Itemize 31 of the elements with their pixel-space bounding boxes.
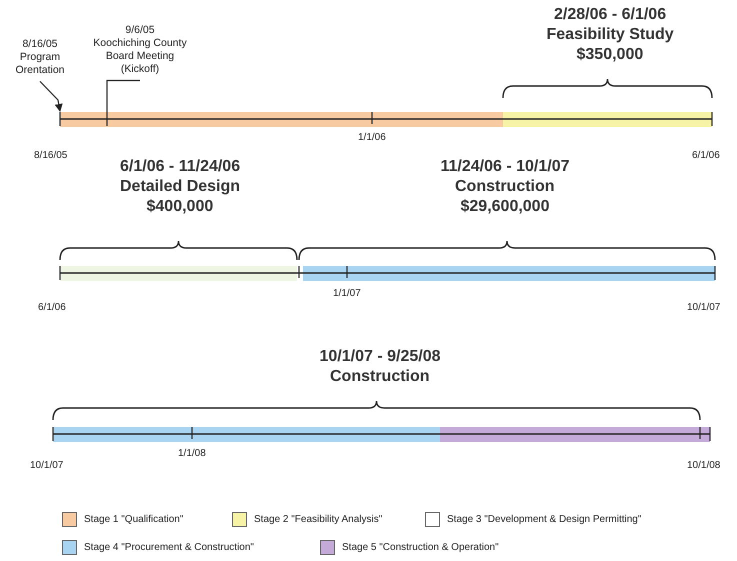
phase-heading: Construction [330,368,430,386]
legend-label: Stage 4 "Procurement & Construction" [84,542,254,554]
leader-line [40,80,63,112]
phase-heading: Detailed Design [120,178,240,196]
date-label: 1/1/07 [333,288,361,300]
phase-heading: Feasibility Study [546,26,674,44]
cost-label: $29,600,000 [460,198,550,216]
date-range-heading: 2/28/06 - 6/1/06 [554,6,666,24]
date-label: 10/1/07 [687,302,720,314]
legend-label: Stage 5 "Construction & Operation" [342,542,499,554]
milestone-label: Koochiching County Board Meeting (Kickoff) [92,37,188,76]
legend-label: Stage 1 "Qualification" [84,514,184,526]
cost-label: $400,000 [146,198,214,216]
date-range-heading: 11/24/06 - 10/1/07 [440,158,570,176]
legend-label: Stage 3 "Development & Design Permitting" [447,514,642,526]
date-label: 10/1/07 [30,460,64,472]
date-label: 1/1/08 [178,448,206,460]
date-range-heading: 6/1/06 - 11/24/06 [120,158,240,176]
phase-heading: Construction [455,178,555,196]
leader-line [106,80,140,126]
date-label: 9/6/05 [124,24,156,38]
legend-label: Stage 2 "Feasibility Analysis" [254,514,382,526]
cost-label: $350,000 [576,46,644,64]
date-label: 10/1/08 [687,460,720,472]
date-label: 8/16/05 [34,150,68,162]
date-range-heading: 10/1/07 - 9/25/08 [320,348,440,366]
date-label: 6/1/06 [38,302,66,314]
milestone-label: Program Orentation [14,51,66,78]
date-label: 1/1/06 [358,132,386,144]
date-label: 6/1/06 [692,150,720,162]
date-label: 8/16/05 [21,38,59,52]
